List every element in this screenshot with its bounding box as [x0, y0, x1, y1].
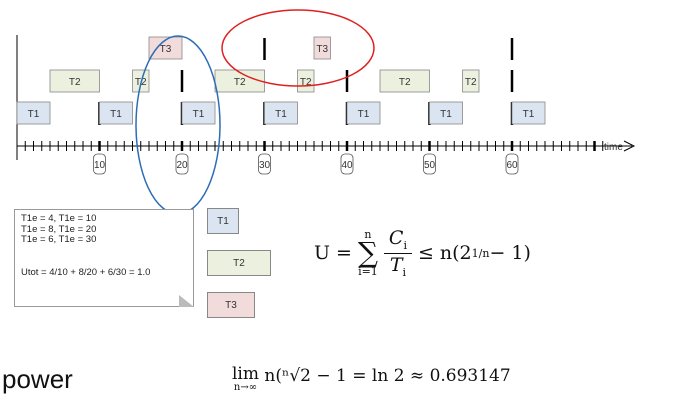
- bar-label: T1: [275, 109, 287, 120]
- note-line-3: T1e = 6, T1e = 30: [21, 234, 97, 245]
- bar-label: T1: [193, 109, 205, 120]
- tick-label: 20: [176, 160, 188, 171]
- power-label: power: [2, 364, 73, 394]
- bar-label: T3: [316, 44, 328, 55]
- tick-label-box: [340, 153, 354, 175]
- legend-t2: T2: [207, 250, 271, 276]
- tick-label-box: [175, 153, 189, 175]
- sigma-symbol: ∑: [357, 236, 378, 270]
- note-fold-corner: [179, 295, 194, 307]
- bar-label: T1: [358, 109, 370, 120]
- note-line-1: T1e = 4, T1e = 10: [21, 213, 97, 224]
- formula-lhs: U: [314, 242, 331, 265]
- note-line-2: T1e = 8, T1e = 20: [21, 223, 97, 235]
- limit-formula: lim n→∞ n(ⁿ√2 − 1 = ln 2 ≈ 0.693147: [232, 366, 511, 393]
- bar-label: T1: [523, 109, 535, 120]
- tick-label-box: [93, 153, 106, 175]
- tick-label-box: [423, 153, 436, 175]
- bar-t2: [379, 69, 430, 93]
- tick-label-box: [258, 153, 271, 175]
- bar-t1: [429, 101, 463, 125]
- formula-rhs-exp: 1/n: [471, 246, 490, 260]
- bar-label: T2: [234, 77, 246, 88]
- note-utot: Utot = 4/10 + 8/20 + 6/30 = 1.0: [21, 266, 151, 278]
- sum-lower: i=1: [358, 265, 378, 279]
- bar-t1: [16, 101, 51, 125]
- bar-t1: [99, 101, 133, 125]
- bar-label: T2: [69, 77, 81, 88]
- bar-t3: [148, 36, 183, 60]
- limit-expr: n(ⁿ√2 − 1 = ln 2 ≈ 0.693147: [259, 366, 511, 386]
- bar-label: T2: [300, 77, 312, 88]
- bar-label: T2: [399, 77, 411, 88]
- tick-label: 40: [341, 160, 353, 171]
- bar-t3: [313, 36, 331, 60]
- time-axis: 10 20 30 40 50 60 time: [16, 35, 636, 175]
- bar-label: T1: [28, 109, 40, 120]
- formula-rhs: ≤ n(2: [417, 242, 472, 265]
- limit-lim: lim: [232, 364, 259, 384]
- fraction-denominator: Ti: [389, 253, 407, 279]
- bar-label: T3: [160, 44, 172, 55]
- axis-arrow: [623, 140, 636, 152]
- bar-label: T2: [465, 77, 477, 88]
- legend-t3: T3: [207, 292, 255, 318]
- formula-fraction: Ci Ti: [383, 227, 412, 279]
- tick-label: 60: [506, 160, 518, 171]
- utilization-note: T1e = 4, T1e = 10 T1e = 8, T1e = 20 T1e …: [14, 209, 194, 307]
- formula-sum: n ∑ i=1: [358, 229, 378, 277]
- tick-label-box: [505, 153, 519, 175]
- formula-equals: =: [336, 242, 352, 265]
- bar-t1: [181, 101, 216, 125]
- red-highlight-ellipse: [221, 9, 375, 87]
- formula-rhs-tail: − 1): [489, 242, 531, 265]
- bar-t2: [462, 69, 480, 93]
- blue-highlight-ellipse: [135, 35, 221, 215]
- bar-label: T1: [110, 109, 122, 120]
- bar-t1: [264, 101, 298, 125]
- bar-t1: [511, 101, 546, 125]
- limit-sub: n→∞: [233, 382, 258, 393]
- fraction-numerator: Ci: [388, 227, 407, 252]
- tick-label: 10: [94, 160, 106, 171]
- bar-t2: [49, 69, 100, 93]
- legend-t1: T1: [207, 208, 239, 234]
- time-axis-label: time: [604, 142, 623, 153]
- bar-label: T1: [440, 109, 452, 120]
- sum-upper: n: [364, 228, 372, 242]
- tick-label: 50: [424, 160, 436, 171]
- tick-label: 30: [259, 160, 271, 171]
- bar-t1: [346, 101, 381, 125]
